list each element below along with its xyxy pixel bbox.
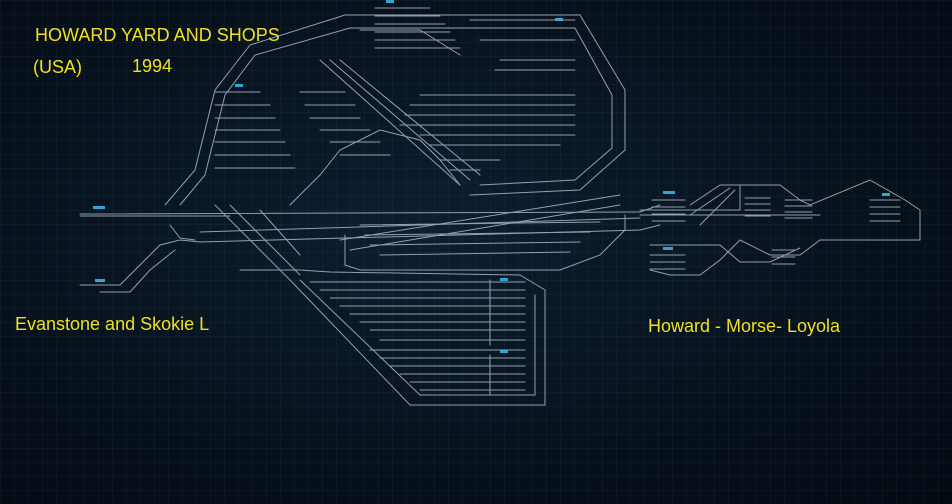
signal-tag (93, 206, 105, 209)
signal-tag (882, 193, 890, 196)
signal-tag (95, 279, 105, 282)
signal-tag (235, 84, 243, 87)
signal-tag (500, 278, 508, 281)
signal-tag (555, 18, 563, 21)
signal-tag (663, 247, 673, 250)
diagram-title: HOWARD YARD AND SHOPS (35, 25, 280, 45)
diagram-country: (USA) (33, 57, 82, 77)
signal-tag (663, 191, 675, 194)
east-destination-label: Howard - Morse- Loyola (648, 316, 841, 336)
diagram-year: 1994 (132, 56, 173, 76)
signal-tag (386, 0, 394, 3)
west-destination-label: Evanstone and Skokie L (15, 314, 210, 334)
signal-tag (500, 350, 508, 353)
